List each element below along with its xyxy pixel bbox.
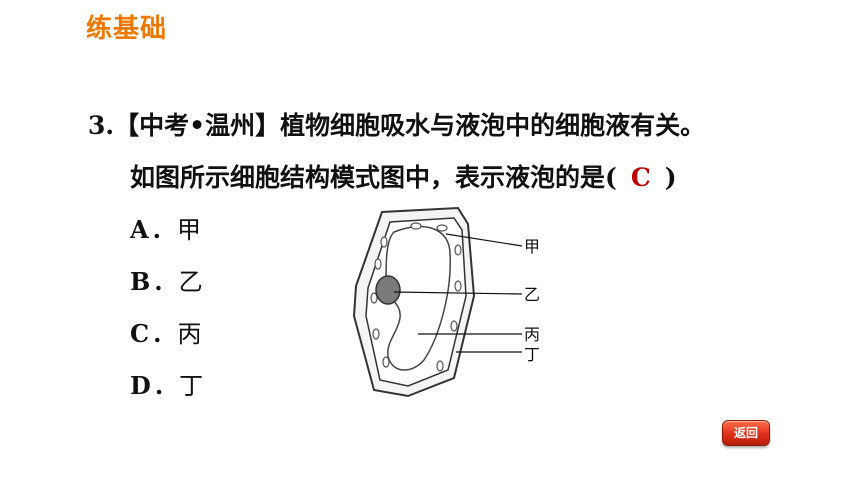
section-title: 练基础 <box>86 14 168 44</box>
option-c-letter: C <box>130 319 150 348</box>
option-d-letter: D <box>130 371 151 400</box>
question-close-paren: ) <box>664 163 677 192</box>
option-b-text: 乙 <box>178 268 203 296</box>
question-line-1: 3.【中考•温州】植物细胞吸水与液泡中的细胞液有关。 <box>88 111 706 140</box>
answer-text: C <box>630 163 651 192</box>
option-b-letter: B <box>130 267 151 296</box>
option-a: A.甲 <box>130 215 201 244</box>
diagram-label-ding: 丁 <box>524 345 540 364</box>
plant-cell-diagram: 甲 乙 丙 丁 <box>346 206 566 398</box>
diagram-label-jia: 甲 <box>524 237 540 256</box>
option-a-text: 甲 <box>176 216 201 244</box>
option-d: D.丁 <box>130 371 204 400</box>
nucleus <box>375 275 401 305</box>
option-a-letter: A <box>130 215 149 244</box>
back-button[interactable]: 返回 <box>722 420 770 446</box>
option-c: C.丙 <box>130 319 202 348</box>
option-c-text: 丙 <box>177 320 202 348</box>
question-line-2: 如图所示细胞结构模式图中，表示液泡的是( C) <box>130 158 677 194</box>
diagram-label-bing: 丙 <box>524 325 540 344</box>
option-d-text: 丁 <box>179 372 204 400</box>
question-prompt: 如图所示细胞结构模式图中，表示液泡的是( <box>130 163 617 192</box>
diagram-label-yi: 乙 <box>524 285 540 304</box>
option-b: B.乙 <box>130 267 203 296</box>
